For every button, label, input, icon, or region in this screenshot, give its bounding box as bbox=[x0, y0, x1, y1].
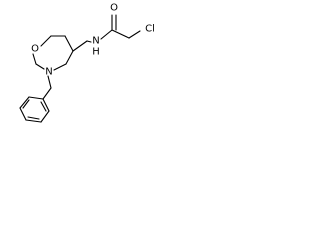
bond-n-c5 bbox=[35, 63, 45, 70]
benzene-bond-1 bbox=[28, 96, 44, 100]
atom-labels: O N N H O Cl bbox=[31, 3, 155, 78]
bond-c2-c3 bbox=[64, 35, 74, 52]
bond-ch2-cl bbox=[128, 30, 141, 39]
methylene-linker bbox=[72, 40, 92, 52]
atom-chlorine: Cl bbox=[145, 24, 155, 35]
benzene-bond-6 bbox=[42, 98, 50, 112]
benzene-bond-4 bbox=[25, 119, 42, 123]
benzene-double-2 bbox=[27, 116, 40, 120]
atom-nitrogen-ring: N bbox=[45, 67, 52, 78]
bond-nh-carbonyl bbox=[100, 29, 113, 40]
morpholine-ring bbox=[32, 35, 74, 71]
atom-nitrogen-amide: N bbox=[92, 36, 99, 47]
structure-diagram: O N N H O Cl bbox=[0, 0, 163, 126]
bond-ch2-ipso bbox=[42, 87, 52, 100]
bond-c4-n bbox=[53, 63, 67, 71]
benzene-double-1 bbox=[22, 99, 30, 109]
benzene-bond-2 bbox=[19, 96, 30, 109]
bond-c5-c6 bbox=[32, 53, 37, 65]
benzene-bond-3 bbox=[19, 107, 27, 121]
bond-c3-c4 bbox=[65, 50, 74, 65]
benzyl-group bbox=[19, 75, 52, 123]
bond-ring-ch2 bbox=[72, 40, 88, 52]
chloroacetamide bbox=[100, 14, 141, 40]
bond-o-c1 bbox=[40, 35, 52, 47]
benzene-bond-5 bbox=[40, 110, 50, 123]
atom-oxygen-carbonyl: O bbox=[110, 3, 118, 14]
bond-ch2-nh bbox=[86, 40, 92, 43]
benzene-double-3 bbox=[40, 101, 47, 112]
atom-oxygen-ring: O bbox=[31, 44, 39, 55]
bond-n-benzyl-ch2 bbox=[47, 75, 52, 89]
atom-hydrogen-amide: H bbox=[92, 47, 100, 58]
bond-carbonyl-ch2 bbox=[111, 29, 130, 39]
